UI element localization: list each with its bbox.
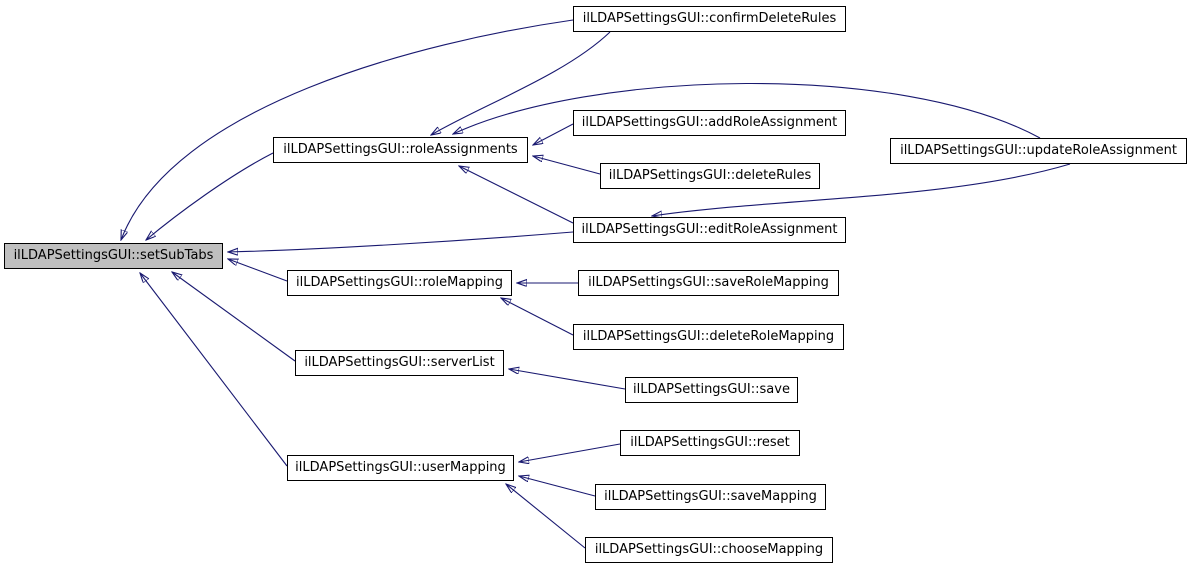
edge-roleAssignments-setSubTabs	[146, 152, 274, 240]
edge-editRoleAssignment-setSubTabs	[228, 231, 574, 252]
edge-roleMapping-setSubTabs	[228, 259, 288, 282]
node-save[interactable]: ilLDAPSettingsGUI::save	[625, 377, 798, 403]
edge-save-serverList	[509, 369, 626, 390]
edge-updateRoleAssignment-editRoleAssignment	[652, 163, 1071, 216]
node-confirmDeleteRules[interactable]: ilLDAPSettingsGUI::confirmDeleteRules	[573, 6, 846, 32]
node-addRoleAssignment[interactable]: ilLDAPSettingsGUI::addRoleAssignment	[573, 110, 846, 136]
node-serverList[interactable]: ilLDAPSettingsGUI::serverList	[295, 350, 504, 376]
node-reset[interactable]: ilLDAPSettingsGUI::reset	[620, 430, 800, 456]
edge-reset-userMapping	[519, 443, 621, 462]
edge-userMapping-setSubTabs	[140, 273, 288, 467]
node-editRoleAssignment[interactable]: ilLDAPSettingsGUI::editRoleAssignment	[573, 217, 846, 243]
node-setSubTabs: ilLDAPSettingsGUI::setSubTabs	[4, 243, 223, 269]
edge-confirmDeleteRules-setSubTabs	[121, 19, 574, 240]
node-saveRoleMapping[interactable]: ilLDAPSettingsGUI::saveRoleMapping	[578, 270, 839, 296]
edge-saveMapping-userMapping	[519, 476, 596, 497]
edge-chooseMapping-userMapping	[506, 484, 586, 549]
node-updateRoleAssignment[interactable]: ilLDAPSettingsGUI::updateRoleAssignment	[890, 138, 1187, 164]
node-roleMapping[interactable]: ilLDAPSettingsGUI::roleMapping	[287, 270, 512, 296]
edge-addRoleAssignment-roleAssignments	[533, 123, 574, 145]
edge-serverList-setSubTabs	[172, 272, 296, 362]
node-userMapping[interactable]: ilLDAPSettingsGUI::userMapping	[287, 455, 514, 481]
edge-updateRoleAssignment-roleAssignments	[453, 82, 1041, 139]
edge-deleteRules-roleAssignments	[533, 156, 601, 175]
node-chooseMapping[interactable]: ilLDAPSettingsGUI::chooseMapping	[585, 537, 833, 563]
node-saveMapping[interactable]: ilLDAPSettingsGUI::saveMapping	[595, 484, 826, 510]
node-deleteRules[interactable]: ilLDAPSettingsGUI::deleteRules	[600, 163, 820, 189]
edge-editRoleAssignment-roleAssignments	[459, 166, 574, 224]
edge-confirmDeleteRules-roleAssignments	[431, 31, 611, 135]
edge-deleteRoleMapping-roleMapping	[501, 298, 574, 336]
node-roleAssignments[interactable]: ilLDAPSettingsGUI::roleAssignments	[273, 137, 528, 163]
node-deleteRoleMapping[interactable]: ilLDAPSettingsGUI::deleteRoleMapping	[573, 324, 844, 350]
